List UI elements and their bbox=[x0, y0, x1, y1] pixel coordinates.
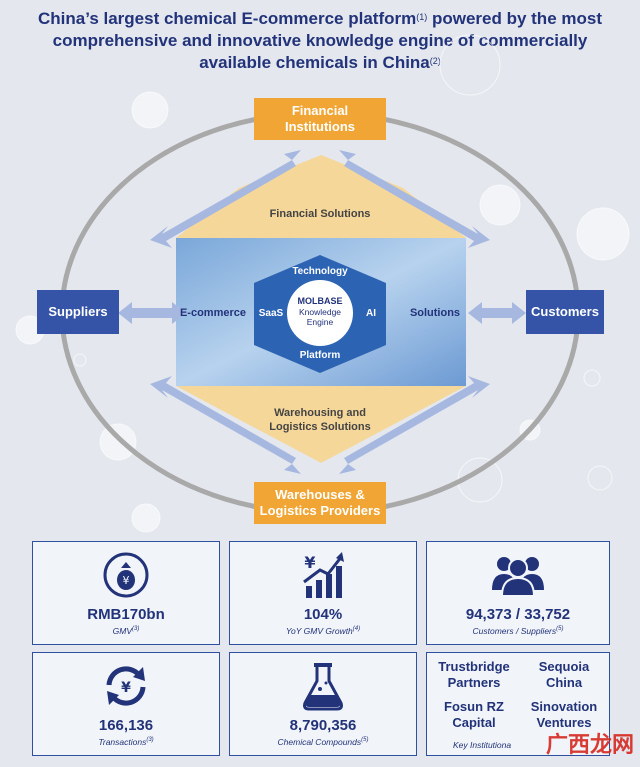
hex-platform: Platform bbox=[299, 350, 341, 361]
decorative-circles bbox=[15, 34, 630, 533]
growth-chart-icon: ¥ bbox=[230, 550, 416, 600]
solutions-label: Solutions bbox=[409, 307, 461, 319]
flask-icon bbox=[230, 661, 416, 711]
engine-circle bbox=[287, 280, 353, 346]
stat-card-gmv: ¥ RMB170bn GMV(3) bbox=[32, 541, 220, 645]
hex-saas: SaaS bbox=[258, 308, 284, 319]
molbase-logo: MOLBASE bbox=[297, 296, 343, 306]
hex-ai: AI bbox=[366, 308, 376, 319]
svg-text:¥: ¥ bbox=[123, 574, 130, 587]
svg-text:¥: ¥ bbox=[121, 680, 131, 696]
stat-card-transactions: ¥ 166,136 Transactions(3) bbox=[32, 652, 220, 756]
financial-solutions-label: Financial Solutions bbox=[269, 208, 371, 220]
warehouses-node: Warehouses &Logistics Providers bbox=[254, 482, 386, 524]
warehousing-triangle bbox=[176, 386, 466, 463]
headline: China’s largest chemical E-commerce plat… bbox=[38, 9, 602, 72]
stat-card-customers: 94,373 / 33,752 Customers / Suppliers(5) bbox=[426, 541, 610, 645]
financial-triangle bbox=[176, 188, 466, 238]
watermark: 广西龙网 bbox=[545, 733, 634, 758]
diagram-graphics bbox=[15, 34, 630, 533]
exchange-icon: ¥ bbox=[33, 661, 219, 711]
svg-text:¥: ¥ bbox=[304, 553, 315, 572]
ecommerce-label: E-commerce bbox=[179, 307, 247, 319]
stat-card-growth: ¥ 104% YoY GMV Growth(4) bbox=[229, 541, 417, 645]
suppliers-node: Suppliers bbox=[37, 290, 119, 334]
investors-caption: Key Institutiona bbox=[453, 740, 512, 750]
money-bag-icon: ¥ bbox=[33, 550, 219, 600]
users-icon bbox=[427, 550, 609, 600]
customers-node: Customers bbox=[526, 290, 604, 334]
hex-technology: Technology bbox=[292, 266, 348, 277]
arrows bbox=[118, 150, 526, 474]
stat-card-compounds: 8,790,356 Chemical Compounds(5) bbox=[229, 652, 417, 756]
